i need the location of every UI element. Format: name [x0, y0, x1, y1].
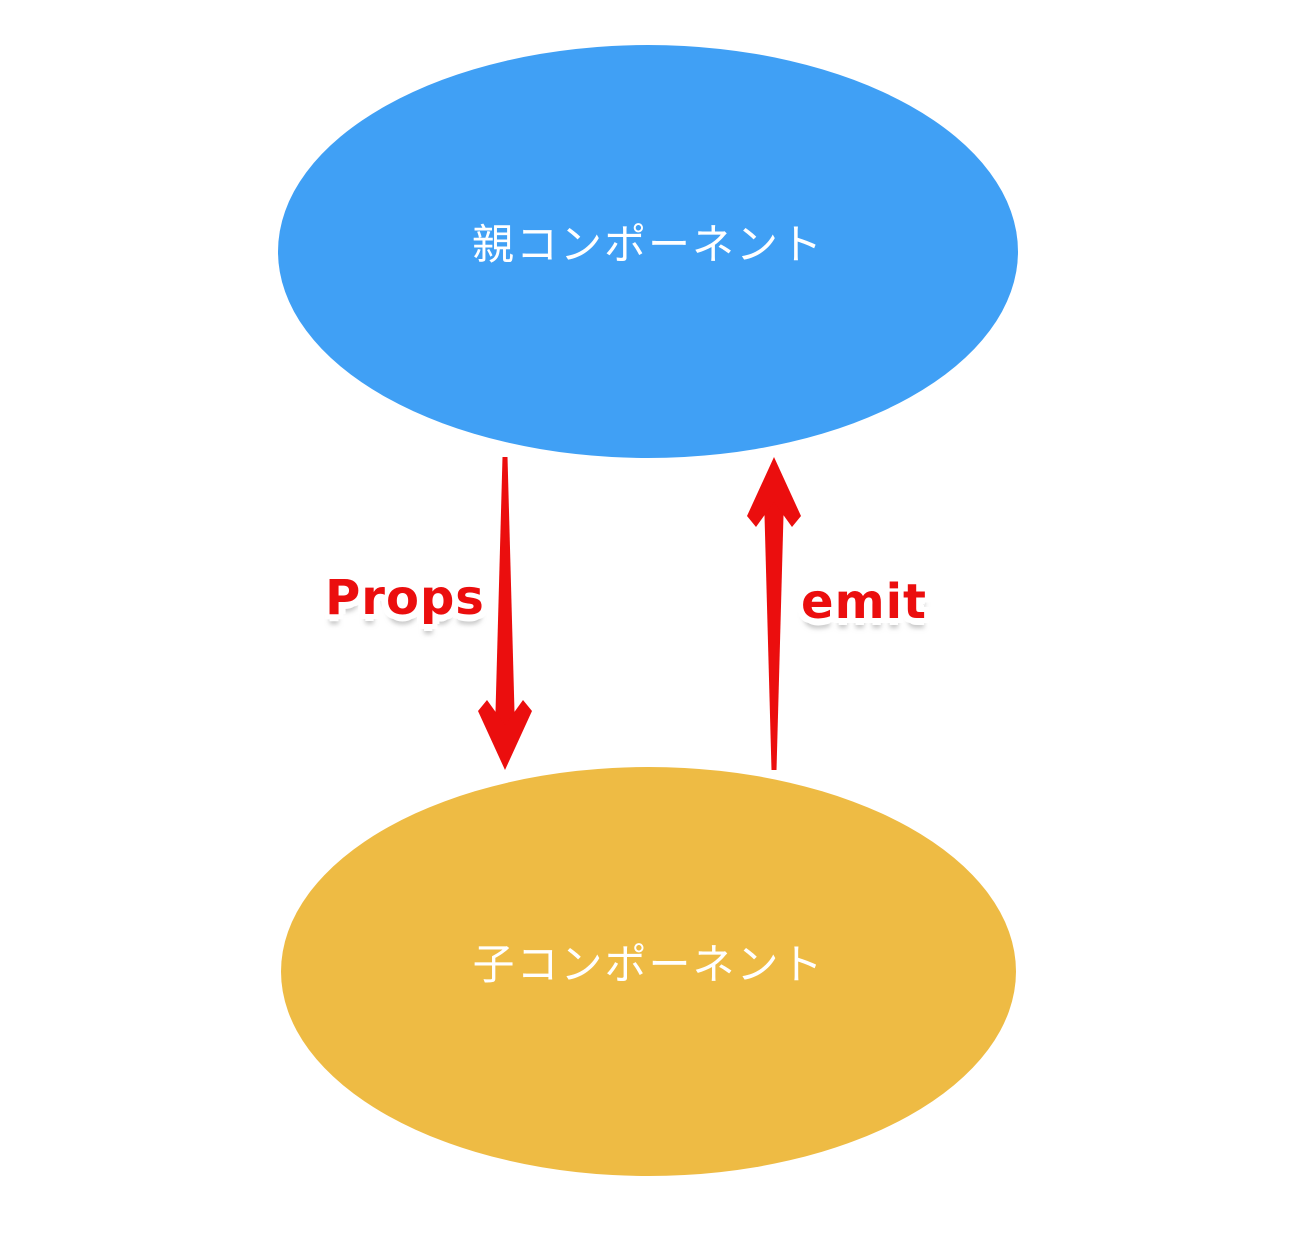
props-arrow-head — [478, 700, 532, 770]
emit-edge-label: emit — [801, 574, 927, 630]
props-edge-label: Props — [325, 570, 485, 626]
parent-component-label: 親コンポーネント — [471, 220, 824, 269]
emit-arrow-up-icon — [747, 457, 801, 770]
parent-component-ellipse: 親コンポーネント — [278, 45, 1018, 458]
emit-arrow-shaft — [764, 497, 784, 770]
child-component-ellipse: 子コンポーネント — [281, 767, 1016, 1176]
child-component-label: 子コンポーネント — [472, 940, 825, 989]
props-arrow-shaft — [495, 457, 515, 730]
props-arrow-down-icon — [478, 457, 532, 770]
emit-arrow-head — [747, 457, 801, 527]
